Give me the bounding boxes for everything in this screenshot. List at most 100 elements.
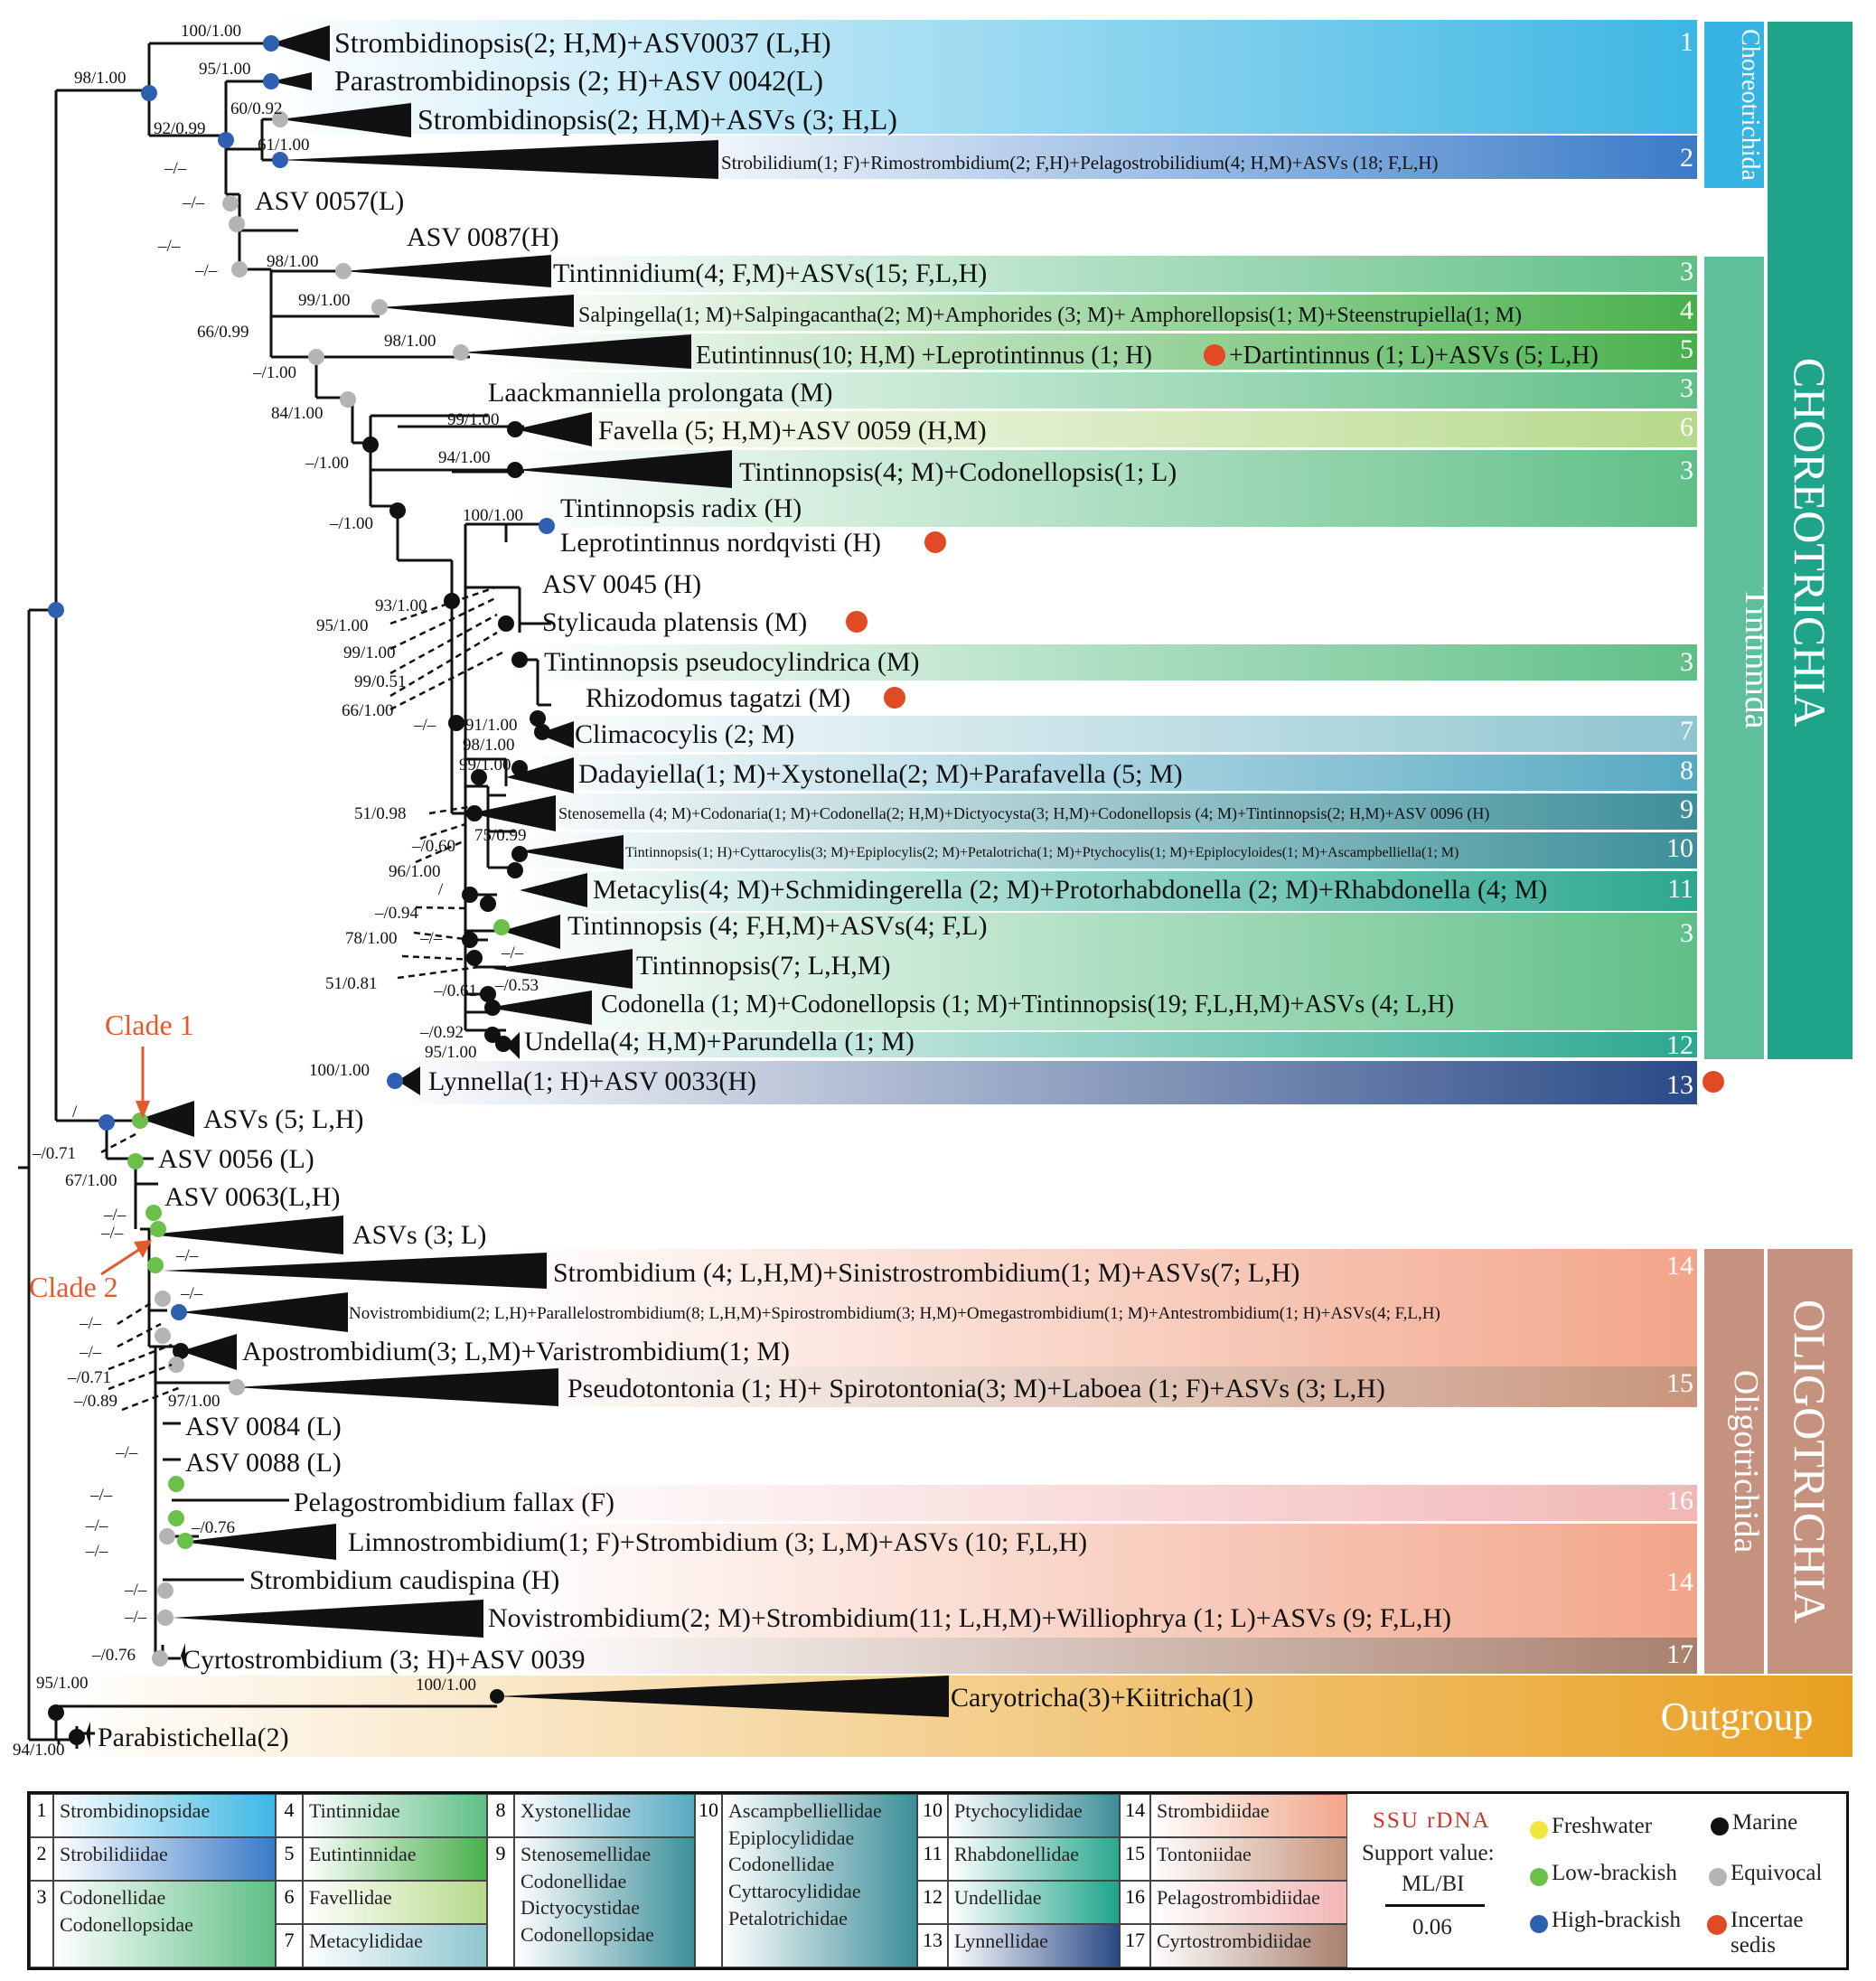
taxon-label: ASV 0084 (L): [185, 1412, 342, 1441]
svg-text:–/0.94: –/0.94: [374, 904, 419, 923]
oligotrichia-label: OLIGOTRICHIA: [1785, 1300, 1835, 1623]
taxon-label: Laackmanniella prolongata (M): [488, 378, 833, 408]
taxon-label: ASV 0087(H): [407, 222, 559, 252]
incertae-icon: [924, 531, 946, 553]
taxon-label: Strobilidium(1; F)+Rimostrombidium(2; F,…: [721, 152, 1438, 174]
svg-text:–/0.53: –/0.53: [494, 976, 539, 995]
taxon-label: Strombidinopsis(2; H,M)+ASV0037 (L,H): [334, 26, 831, 59]
taxon-label: Codonella (1; M)+Codonellopsis (1; M)+Ti…: [601, 991, 1454, 1019]
svg-text:–/0.61: –/0.61: [433, 981, 477, 1000]
svg-text:–/–: –/–: [79, 1314, 102, 1333]
taxon-label: Limnostrombidium(1; F)+Strombidium (3; L…: [348, 1527, 1087, 1557]
taxon-label: ASV 0045 (H): [542, 569, 701, 599]
key-title: SSU rDNA: [1373, 1808, 1491, 1833]
legend-family-14: Strombidiidae: [1150, 1794, 1347, 1837]
band-12: [506, 1032, 1697, 1057]
svg-text:14: 14: [1666, 1251, 1693, 1281]
svg-text:7: 7: [1680, 716, 1693, 746]
oligotrichida-bar: [1704, 1249, 1764, 1674]
svg-text:97/1.00: 97/1.00: [168, 1392, 220, 1411]
svg-text:–/–: –/–: [103, 1206, 127, 1225]
svg-text:3: 3: [1680, 455, 1693, 485]
legend-family-1: Strombidinopsidae: [53, 1794, 276, 1837]
incertae-icon: [1204, 344, 1225, 366]
svg-text:98/1.00: 98/1.00: [463, 736, 515, 755]
legend-family-6: Favellidae: [303, 1881, 487, 1924]
clade-triangle: [140, 1101, 194, 1137]
taxon-label: Novistrombidium(2; M)+Strombidium(11; L,…: [488, 1603, 1451, 1633]
clade-triangle: [506, 1032, 520, 1059]
svg-text:–/–: –/–: [413, 716, 436, 735]
svg-text:–/–: –/–: [124, 1581, 147, 1600]
legend-family-12: Undellidae: [948, 1881, 1120, 1924]
incertae-sedis-icon: [1707, 1915, 1727, 1935]
node-dots: [48, 35, 555, 1745]
svg-text:–/–: –/–: [157, 237, 181, 256]
tree-branches: [18, 42, 551, 1749]
svg-text:99/1.00: 99/1.00: [298, 291, 351, 310]
clade-triangle: [343, 255, 551, 287]
svg-text:–/–: –/–: [89, 1486, 113, 1505]
taxon-label: Strombidinopsis(2; H,M)+ASVs (3; H,L): [417, 103, 897, 136]
svg-text:94/1.00: 94/1.00: [13, 1741, 65, 1760]
scale-bar: [1385, 1904, 1485, 1907]
legend-family-7: Metacylididae: [303, 1924, 487, 1967]
svg-text:–/0.76: –/0.76: [91, 1646, 136, 1665]
svg-text:98/1.00: 98/1.00: [74, 69, 127, 88]
svg-text:100/1.00: 100/1.00: [416, 1676, 476, 1695]
leader-lines: [100, 586, 507, 1412]
key-scale: 0.06: [1412, 1915, 1452, 1939]
legend-family-8: Xystonellidae: [514, 1794, 695, 1837]
taxon-label: Strombidium caudispina (H): [249, 1565, 559, 1595]
svg-text:11: 11: [1667, 874, 1693, 904]
svg-text:–/1.00: –/1.00: [305, 454, 349, 473]
band-3a: [506, 256, 1697, 292]
high-brackish-icon: [1530, 1915, 1548, 1933]
svg-text:3: 3: [1680, 647, 1693, 677]
choreotrichia-bar: [1768, 22, 1853, 1059]
taxon-label: Climacocylis (2; M): [575, 719, 794, 749]
legend-family-13: Lynnellidae: [948, 1924, 1120, 1967]
clade-triangle: [398, 1066, 420, 1095]
taxon-label: Parastrombidinopsis (2; H)+ASV 0042(L): [334, 64, 823, 97]
svg-text:–/–: –/–: [85, 1516, 108, 1535]
clade-triangle: [181, 1524, 336, 1560]
svg-text:5: 5: [1680, 334, 1693, 364]
clade-triangle: [181, 1292, 348, 1332]
svg-text:–/0.92: –/0.92: [419, 1023, 464, 1042]
clade-triangle: [515, 412, 592, 446]
svg-text:67/1.00: 67/1.00: [65, 1171, 117, 1190]
svg-text:95/1.00: 95/1.00: [36, 1674, 89, 1693]
svg-text:–/–: –/–: [419, 929, 443, 948]
svg-text:66/0.99: 66/0.99: [197, 323, 249, 342]
taxon-label: Tintinnopsis(7; L,H,M): [636, 951, 890, 981]
svg-text:12: 12: [1666, 1030, 1693, 1060]
svg-text:61/1.00: 61/1.00: [258, 136, 310, 155]
svg-text:92/0.99: 92/0.99: [154, 119, 206, 138]
svg-text:66/1.00: 66/1.00: [342, 701, 394, 720]
legend-family-2: Strobilidiidae: [53, 1837, 276, 1881]
svg-text:51/0.98: 51/0.98: [354, 804, 407, 823]
svg-text:95/1.00: 95/1.00: [316, 616, 369, 635]
legend-family-11: Rhabdonellidae: [948, 1837, 1120, 1881]
svg-text:95/1.00: 95/1.00: [425, 1043, 477, 1062]
legend-family-15: Tontoniidae: [1150, 1837, 1347, 1881]
band-11: [506, 871, 1697, 911]
clade-triangle: [380, 295, 574, 327]
svg-text:93/1.00: 93/1.00: [375, 596, 427, 615]
band-9: [506, 793, 1697, 830]
incertae-icon: [884, 687, 905, 709]
taxon-labels: Strombidinopsis(2; H,M)+ASV0037 (L,H) Pa…: [98, 26, 1599, 1752]
svg-text:–/0.89: –/0.89: [73, 1392, 117, 1411]
incertae-icon: [1702, 1071, 1724, 1093]
svg-text:99/1.00: 99/1.00: [459, 756, 511, 775]
band-14b: [506, 1524, 1697, 1638]
taxon-label: ASV 0056 (L): [158, 1144, 314, 1174]
tintinnida-bar: [1704, 257, 1764, 1059]
clade-triangle: [506, 757, 574, 793]
taxon-label: Undella(4; H,M)+Parundella (1; M): [524, 1027, 915, 1056]
clade-triangle: [280, 103, 411, 137]
taxon-label: Strombidium (4; L,H,M)+Sinistrostrombidi…: [553, 1258, 1299, 1288]
taxon-label: Cyrtostrombidium (3; H)+ASV 0039: [183, 1645, 586, 1675]
svg-text:3: 3: [1680, 257, 1693, 286]
